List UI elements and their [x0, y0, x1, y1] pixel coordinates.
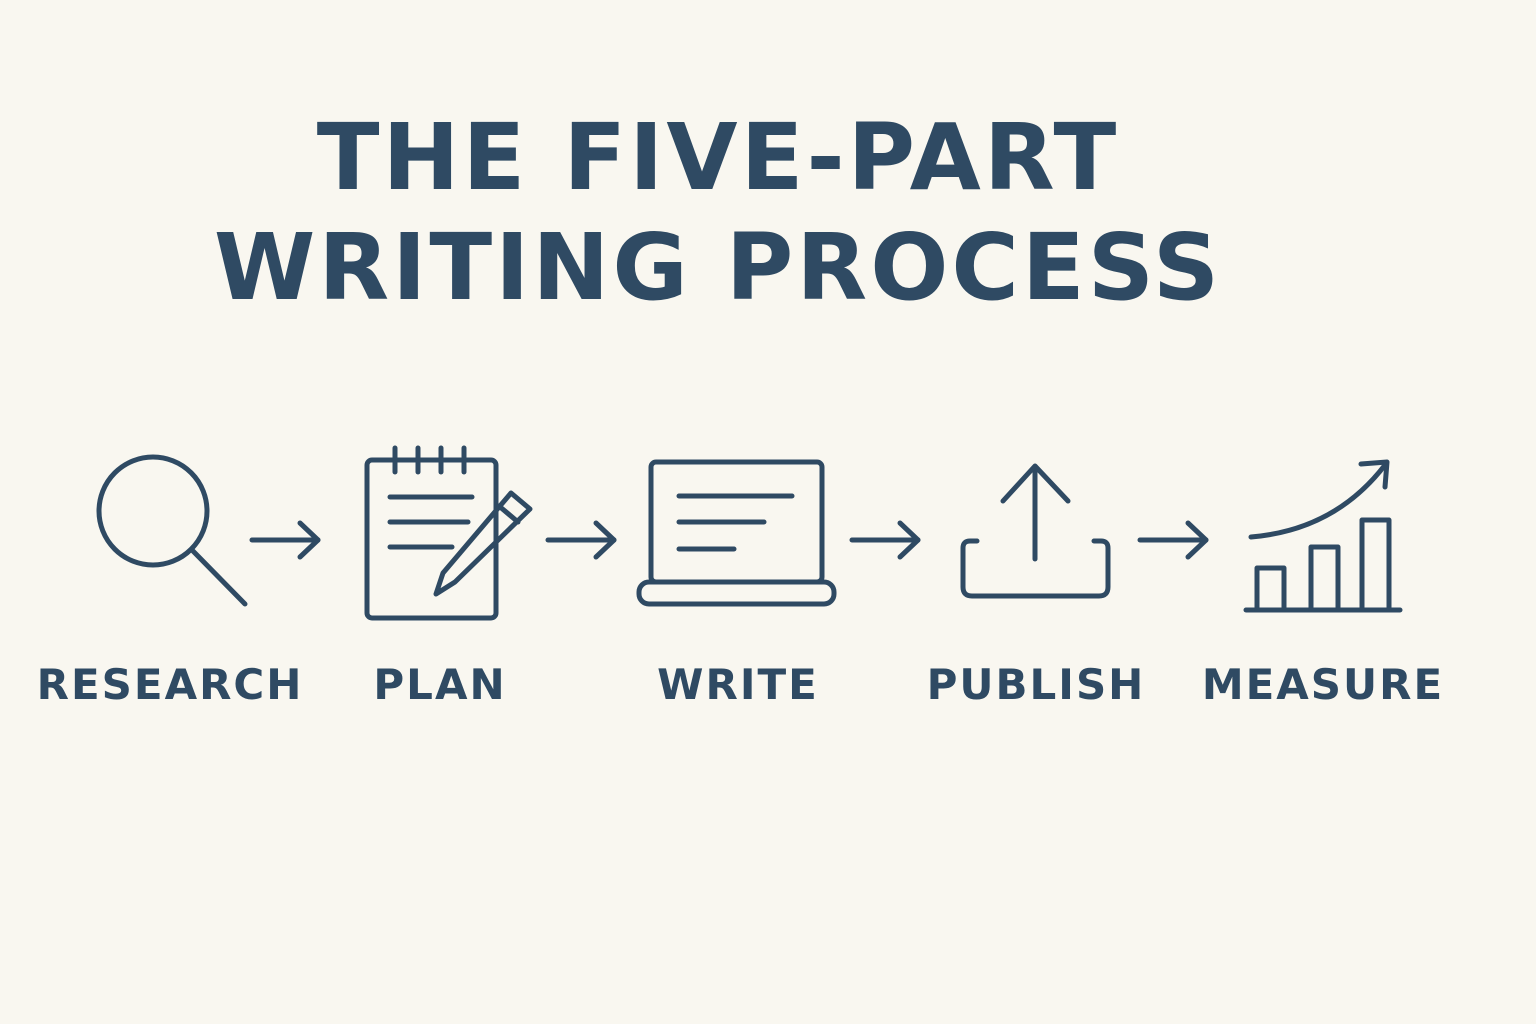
page-title-line-1: THE FIVE-PART: [316, 104, 1120, 211]
right-arrow-icon: [545, 520, 617, 560]
right-arrow-icon: [1137, 520, 1209, 560]
page-title-line-2: WRITING PROCESS: [213, 214, 1223, 321]
step-label-write: WRITE: [657, 660, 819, 709]
step-label-measure: MEASURE: [1201, 660, 1445, 709]
right-arrow-icon: [849, 520, 921, 560]
upload-tray-icon: [960, 463, 1111, 599]
notepad-with-pencil-icon: [364, 445, 533, 621]
step-label-research: RESEARCH: [36, 660, 304, 709]
magnifying-glass-icon: [96, 454, 248, 607]
laptop-icon: [636, 459, 837, 607]
step-label-plan: PLAN: [373, 660, 507, 709]
step-label-publish: PUBLISH: [926, 660, 1146, 709]
right-arrow-icon: [249, 520, 321, 560]
growth-bar-chart-icon: [1243, 459, 1403, 613]
